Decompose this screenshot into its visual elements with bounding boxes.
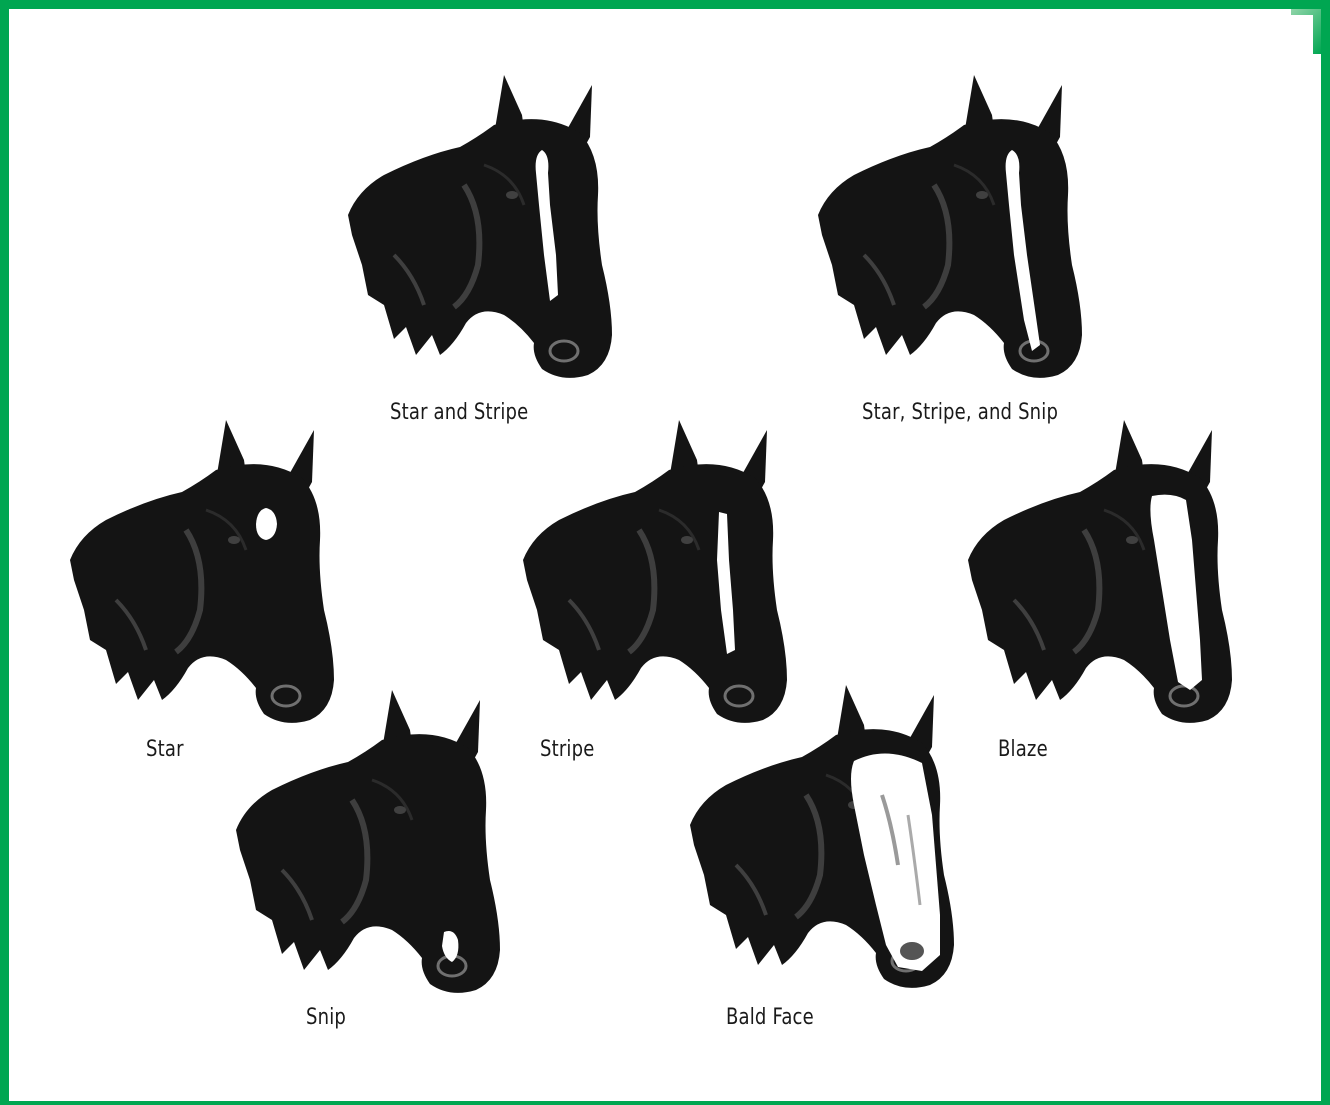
- diagram-canvas: Star and Stripe Star, Stripe, and Snip S…: [14, 15, 1313, 1101]
- horse-head-snip: [232, 670, 502, 1000]
- caption-stripe: Stripe: [540, 737, 594, 762]
- horse-head-star-and-stripe: [344, 55, 614, 385]
- caption-star-and-stripe: Star and Stripe: [390, 400, 528, 425]
- horse-head-blaze: [964, 400, 1234, 730]
- caption-star: Star: [146, 737, 184, 762]
- horse-head-star-stripe-snip: [814, 55, 1084, 385]
- caption-bald-face: Bald Face: [726, 1005, 814, 1030]
- caption-snip: Snip: [306, 1005, 346, 1030]
- caption-blaze: Blaze: [998, 737, 1048, 762]
- horse-head-bald-face: [686, 665, 956, 995]
